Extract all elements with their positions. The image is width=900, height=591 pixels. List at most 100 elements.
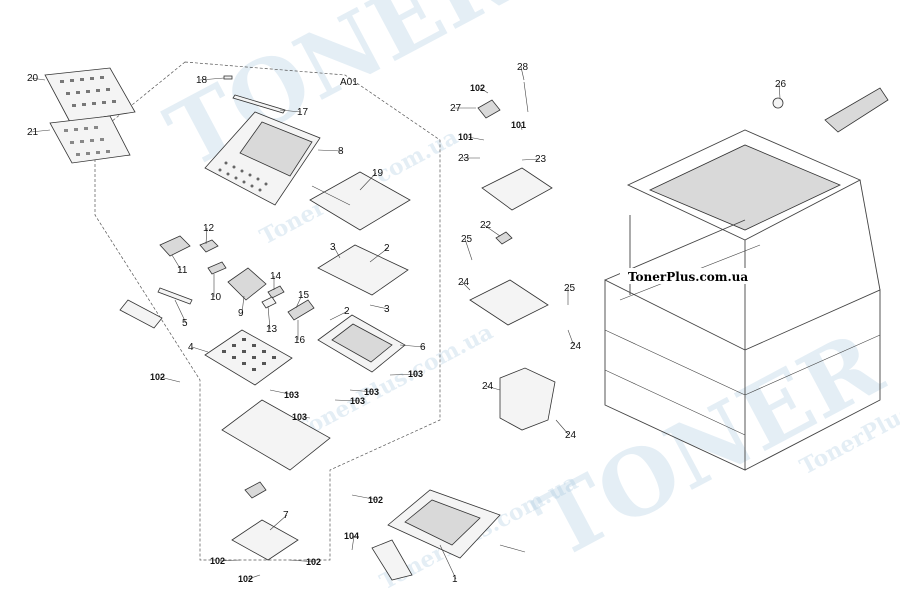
callout-9: 9	[238, 308, 244, 319]
leader-line	[174, 299, 187, 324]
callout-8: 8	[338, 146, 344, 157]
leader-line	[467, 136, 485, 141]
callout-22: 22	[480, 220, 492, 231]
cover-plate	[371, 539, 413, 581]
glass-panel-3	[317, 244, 409, 296]
leader-line	[399, 344, 425, 348]
leader-line	[289, 559, 317, 563]
connector-block	[244, 481, 267, 499]
callout-102: 102	[210, 556, 225, 566]
leader-line	[464, 238, 473, 261]
callout-101: 101	[458, 132, 473, 142]
leader-line	[241, 295, 245, 314]
leader-line	[483, 224, 501, 237]
leader-line	[351, 494, 379, 501]
keypad-9	[227, 267, 267, 301]
leader-line	[479, 87, 489, 94]
board-7	[231, 519, 299, 561]
leader-line	[389, 373, 419, 376]
callout-24: 24	[570, 341, 582, 352]
leader-line	[369, 304, 389, 310]
callout-103: 103	[350, 396, 365, 406]
callout-102: 102	[470, 83, 485, 93]
leader-line	[247, 574, 261, 580]
base-frame-1	[387, 489, 501, 559]
callout-4: 4	[188, 342, 194, 353]
leader-line	[555, 419, 570, 436]
callout-23: 23	[535, 154, 547, 165]
leader-line	[439, 544, 457, 580]
callout-3: 3	[384, 304, 390, 315]
bracket-25	[469, 279, 549, 326]
part-12	[199, 239, 219, 253]
rod-19	[311, 185, 351, 206]
callout-2: 2	[384, 243, 390, 254]
part-13	[261, 296, 277, 309]
leader-line	[351, 535, 355, 551]
group-label-a01: A01	[340, 77, 358, 88]
strip-17	[232, 94, 286, 114]
callout-15: 15	[298, 290, 310, 301]
callout-18: 18	[196, 75, 208, 86]
callout-17: 17	[297, 107, 309, 118]
leader-line	[30, 129, 51, 133]
leader-line	[778, 83, 781, 99]
sheet-19	[309, 171, 411, 231]
leader-line	[520, 66, 525, 81]
part-10	[207, 261, 227, 275]
callout-102: 102	[150, 372, 165, 382]
callout-1: 1	[452, 574, 458, 585]
callout-103: 103	[292, 412, 307, 422]
callout-20: 20	[27, 73, 39, 84]
leader-line	[461, 281, 471, 291]
callout-101: 101	[511, 120, 526, 130]
callout-16: 16	[294, 335, 306, 346]
leader-line	[269, 389, 295, 396]
leader-line	[30, 77, 46, 81]
callout-21: 21	[27, 127, 39, 138]
leader-line	[349, 389, 375, 393]
callout-11: 11	[177, 265, 188, 276]
leader-line	[329, 310, 349, 321]
leader-line	[295, 294, 303, 309]
callout-7: 7	[283, 510, 289, 521]
callout-25: 25	[461, 234, 473, 245]
leader-line	[191, 346, 209, 353]
plate-22	[481, 167, 553, 211]
leader-line	[520, 124, 523, 131]
part-15-16	[287, 299, 315, 321]
callout-10: 10	[210, 292, 222, 303]
leader-line	[219, 559, 241, 562]
leader-line	[171, 254, 182, 271]
callout-103: 103	[408, 369, 423, 379]
callout-103: 103	[364, 387, 379, 397]
callout-24: 24	[458, 277, 470, 288]
bracket-24	[499, 367, 556, 431]
callout-3: 3	[330, 242, 336, 253]
callout-14: 14	[270, 271, 282, 282]
callout-13: 13	[266, 324, 278, 335]
leader-line	[334, 399, 361, 402]
brand-badge: TonerPlus.com.ua	[628, 270, 748, 284]
leader-line	[317, 149, 343, 152]
leader-line	[369, 247, 389, 263]
leader-line	[485, 385, 501, 391]
callout-19: 19	[372, 168, 384, 179]
leader-line	[279, 109, 302, 113]
leader-line	[333, 246, 341, 259]
leader-line	[205, 227, 208, 245]
rear-bracket-26	[824, 87, 889, 133]
callout-23: 23	[458, 153, 470, 164]
callout-2: 2	[344, 306, 350, 317]
spring-28	[523, 81, 529, 113]
leader-line	[199, 77, 225, 81]
callout-6: 6	[420, 342, 426, 353]
keypad-overlay-20	[44, 67, 136, 123]
leader-line	[269, 514, 288, 531]
ring-26	[772, 97, 784, 109]
callout-28: 28	[517, 62, 529, 73]
callout-103: 103	[284, 390, 299, 400]
keypad-overlay-21	[49, 115, 131, 164]
